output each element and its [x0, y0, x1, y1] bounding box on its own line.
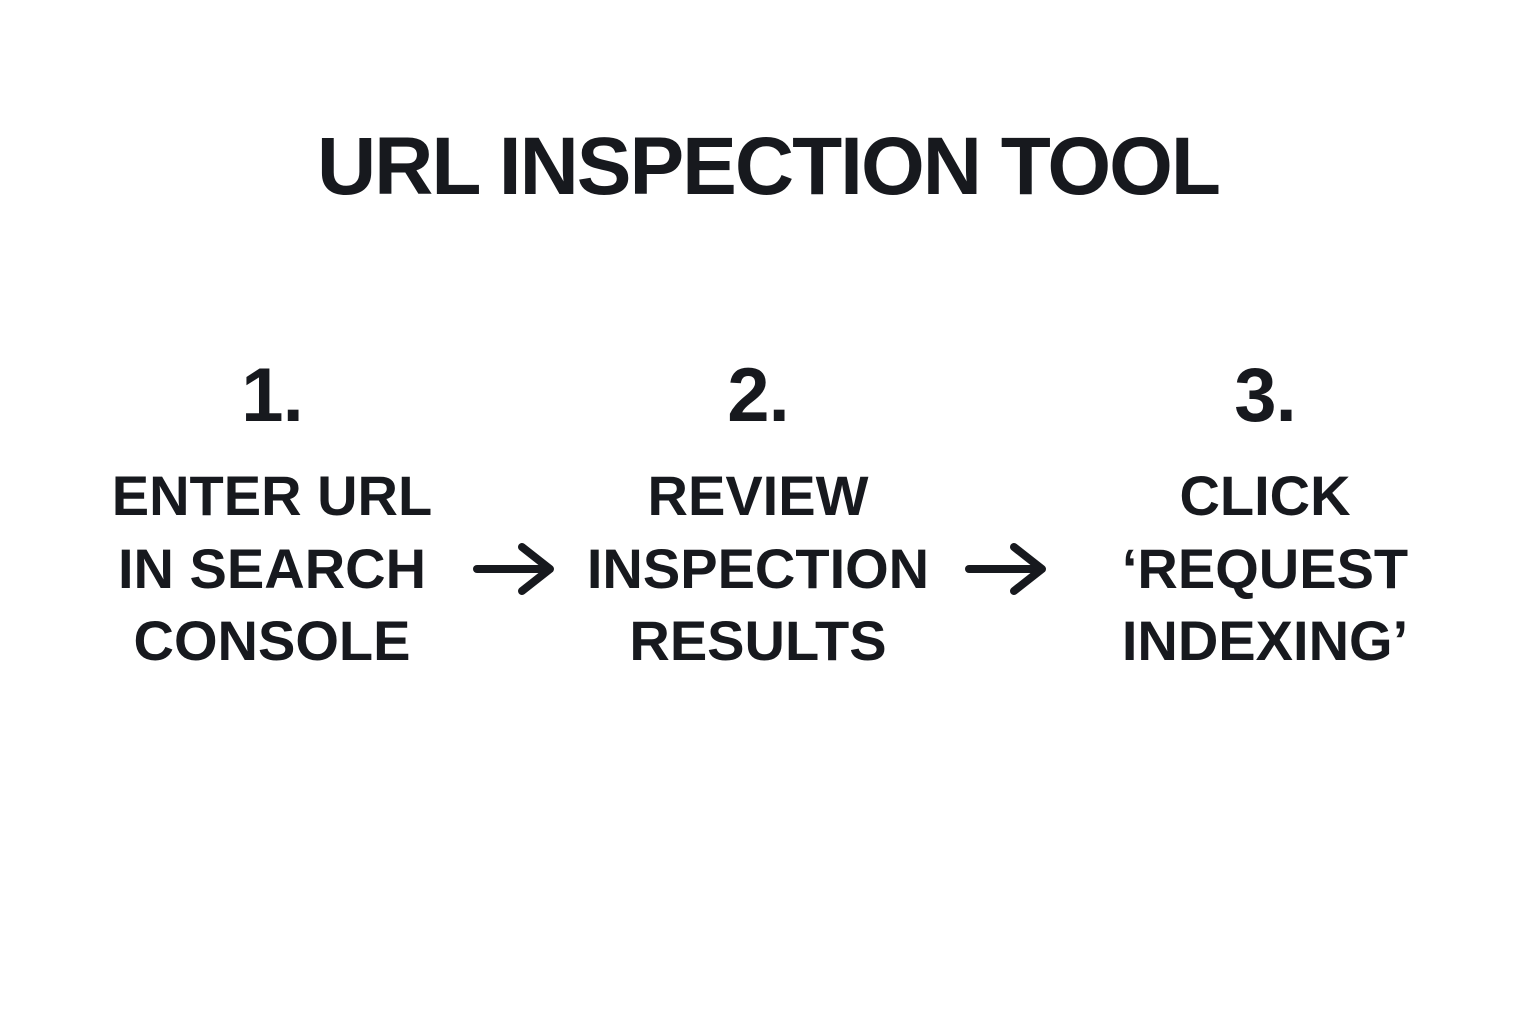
- step-1-line-1: ENTER URL: [111, 464, 433, 527]
- step-1-label: ENTER URL IN SEARCH CONSOLE: [47, 460, 497, 678]
- arrow-right-icon: [472, 540, 556, 598]
- step-2-line-1: REVIEW: [647, 464, 869, 527]
- step-2: 2. REVIEW INSPECTION RESULTS: [533, 356, 983, 678]
- step-2-line-2: INSPECTION: [586, 536, 930, 600]
- arrow-right-icon: [964, 540, 1048, 598]
- step-3-line-3: INDEXING’: [1121, 609, 1409, 672]
- diagram-title: URL INSPECTION TOOL: [316, 121, 1221, 212]
- step-1-line-3: CONSOLE: [133, 609, 411, 672]
- step-3-label: CLICK ‘REQUEST INDEXING’: [1040, 460, 1490, 678]
- step-3-line-2: ‘REQUEST: [1121, 536, 1409, 600]
- step-2-line-3: RESULTS: [629, 609, 887, 672]
- step-3-line-1: CLICK: [1179, 464, 1351, 527]
- step-2-label: REVIEW INSPECTION RESULTS: [533, 460, 983, 678]
- step-1-number: 1.: [241, 353, 303, 438]
- step-3-number: 3.: [1234, 353, 1296, 438]
- step-3: 3. CLICK ‘REQUEST INDEXING’: [1040, 356, 1490, 678]
- step-2-number: 2.: [727, 353, 789, 438]
- step-1: 1. ENTER URL IN SEARCH CONSOLE: [47, 356, 497, 678]
- step-1-line-2: IN SEARCH: [117, 536, 427, 600]
